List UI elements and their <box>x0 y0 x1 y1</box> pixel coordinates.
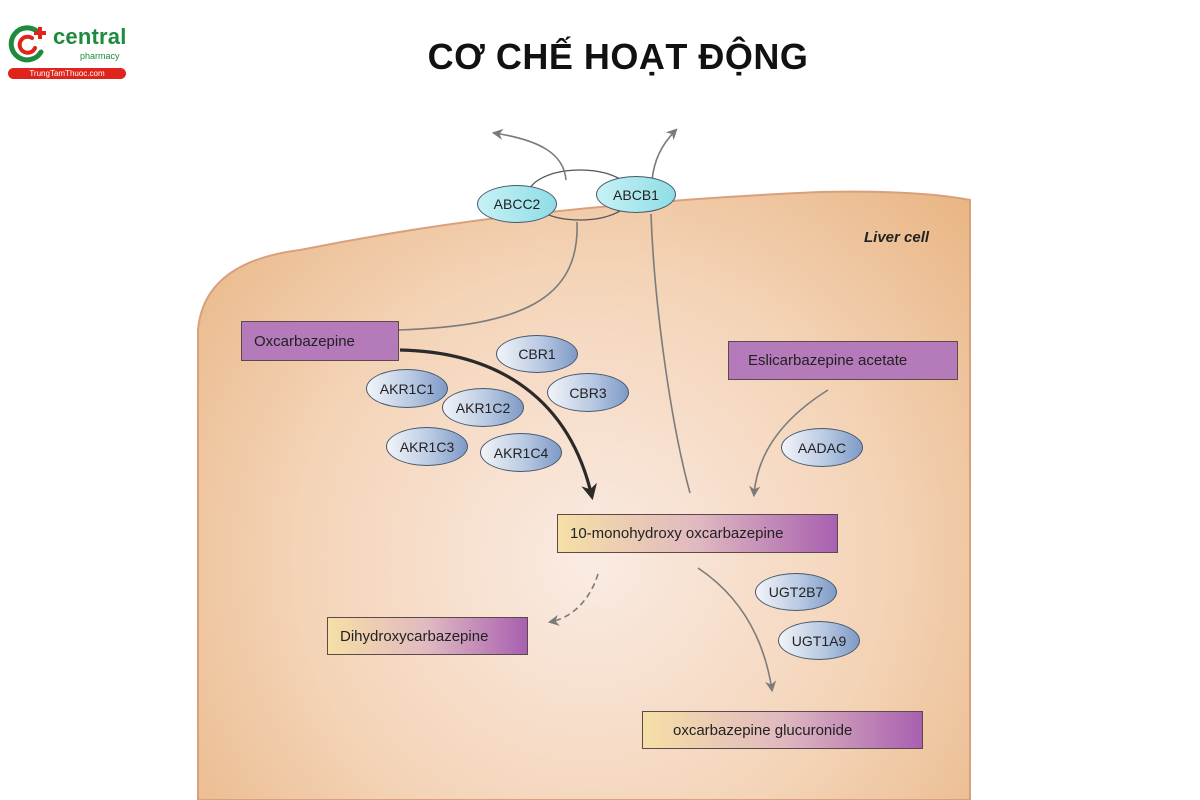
oxcarbazepine-to-abcc2-line <box>397 221 578 331</box>
compound-oxcarbazepine: Oxcarbazepine <box>241 321 399 361</box>
transporter-abcc2: ABCC2 <box>477 185 557 223</box>
page-title: CƠ CHẾ HOẠT ĐỘNG <box>427 36 809 77</box>
enzyme-cbr1: CBR1 <box>496 335 578 373</box>
enzyme-ugt2b7: UGT2B7 <box>755 573 837 611</box>
central-pharmacy-logo-icon <box>8 25 46 63</box>
logo-tagline: TrungTamThuoc.com <box>8 68 126 79</box>
compound-dihydroxycarbazepine: Dihydroxycarbazepine <box>327 617 528 655</box>
enzyme-akr1c2: AKR1C2 <box>442 388 524 427</box>
liver-cell-label: Liver cell <box>864 229 930 246</box>
mhd-to-glucuronide-arrow <box>697 567 777 693</box>
brand-logo: central pharmacy TrungTamThuoc.com <box>6 20 130 82</box>
mhd-to-dihydroxy-dashed-arrow <box>547 573 599 626</box>
abcc2-efflux-arrow <box>491 128 567 181</box>
compound-eslicarbazepine-acetate: Eslicarbazepine acetate <box>728 341 958 380</box>
compound-oxcarbazepine-glucuronide: oxcarbazepine glucuronide <box>642 711 923 749</box>
enzyme-aadac: AADAC <box>781 428 863 467</box>
oxcarbazepine-to-mhd-arrow <box>399 348 597 501</box>
logo-subtitle: pharmacy <box>80 51 120 61</box>
liver-cell-body <box>197 190 971 800</box>
transporter-abcb1: ABCB1 <box>596 176 676 213</box>
eslicarbazepine-to-mhd-arrow <box>749 389 829 498</box>
compound-10-monohydroxy-oxcarbazepine: 10-monohydroxy oxcarbazepine <box>557 514 838 553</box>
enzyme-akr1c1: AKR1C1 <box>366 369 448 408</box>
enzyme-akr1c4: AKR1C4 <box>480 433 562 472</box>
abcb1-efflux-arrow <box>651 128 678 181</box>
enzyme-akr1c3: AKR1C3 <box>386 427 468 466</box>
mhd-to-abcb1-line <box>650 213 691 494</box>
enzyme-cbr3: CBR3 <box>547 373 629 412</box>
enzyme-ugt1a9: UGT1A9 <box>778 621 860 660</box>
logo-wordmark: central <box>53 24 127 49</box>
